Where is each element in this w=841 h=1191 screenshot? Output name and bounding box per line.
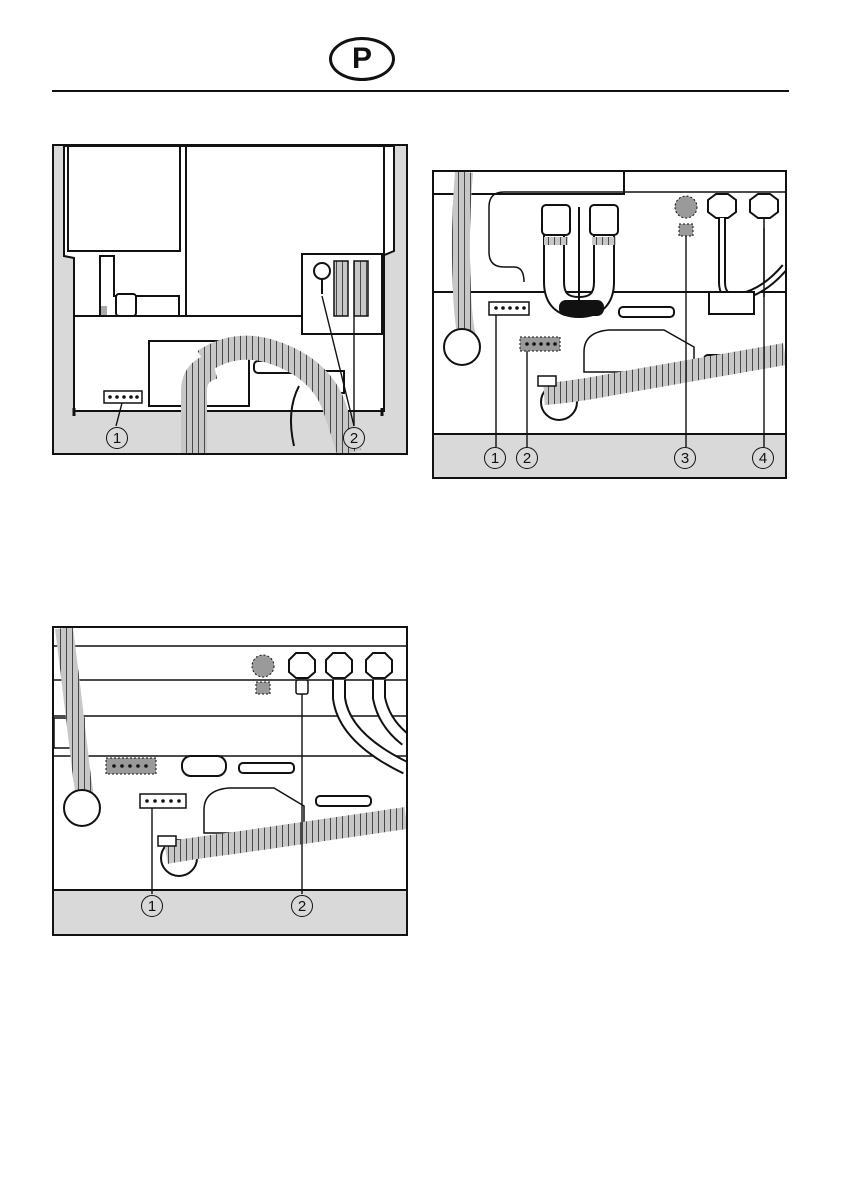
left-cabinet (68, 146, 180, 251)
callout-2: 2 (343, 427, 365, 449)
callout-1: 1 (141, 895, 163, 917)
figure-1-drawing (54, 146, 406, 453)
callout-1: 1 (484, 447, 506, 469)
figure-2: 1 2 3 4 (432, 170, 787, 479)
callout-1: 1 (106, 427, 128, 449)
figure-2-drawing (434, 172, 785, 477)
figure-3: 1 2 (52, 626, 408, 936)
callout-4: 4 (752, 447, 774, 469)
language-badge: P (329, 37, 395, 81)
callout-3: 3 (674, 447, 696, 469)
figure-3-drawing (54, 628, 406, 934)
header-rule (52, 90, 789, 92)
callout-2: 2 (516, 447, 538, 469)
figure-1: 1 2 (52, 144, 408, 455)
callout-2: 2 (291, 895, 313, 917)
